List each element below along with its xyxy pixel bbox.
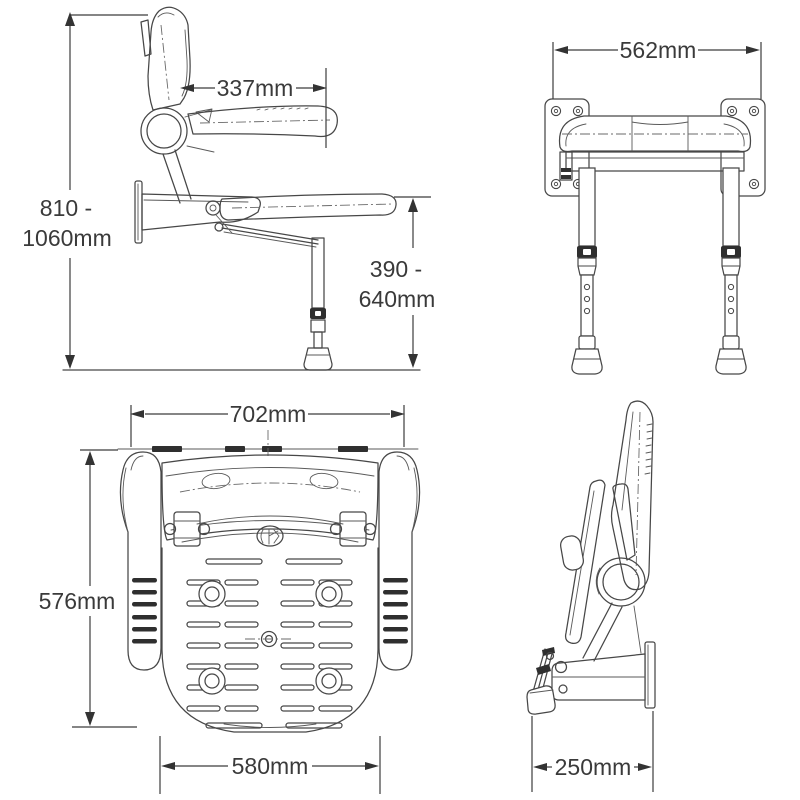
dim-overall-width-plan: 702mm	[130, 401, 405, 447]
frame-bar	[559, 151, 745, 181]
dim-label-overall-width-plan: 702mm	[230, 401, 307, 427]
folded-struts	[582, 602, 642, 662]
dim-seat-depth: 337mm	[180, 68, 327, 148]
side-view-unfolded: 810 - 1060mm 337mm 390 - 640mm	[22, 6, 436, 371]
dim-overall-width-front: 562mm	[552, 37, 762, 99]
dim-label-overall-depth: 576mm	[39, 588, 116, 614]
armrest	[187, 105, 338, 138]
folded-legs	[526, 647, 556, 715]
screw-icon	[572, 105, 584, 117]
screw-icon	[726, 105, 738, 117]
screw-icon	[550, 178, 562, 190]
folded-hinge-knob	[595, 557, 646, 607]
seat-panel-top-view	[161, 515, 379, 733]
dim-label-folded-projection: 250mm	[555, 754, 632, 780]
screw-icon	[748, 178, 760, 190]
hinge-left	[163, 511, 211, 547]
front-leg-right	[715, 167, 747, 375]
screw-icon	[748, 105, 760, 117]
folded-armrest	[560, 535, 584, 571]
dim-overall-depth: 576mm	[39, 449, 137, 728]
dim-label-floor-to-seat-line1: 390 -	[370, 256, 422, 282]
wall-bracket	[134, 180, 261, 244]
screw-bosses	[198, 580, 343, 695]
dim-label-floor-to-seat-line2: 640mm	[359, 286, 436, 312]
front-view-folded: 562mm	[544, 37, 766, 375]
dim-label-seat-width: 580mm	[232, 753, 309, 779]
dim-mount-height: 810 - 1060mm	[22, 12, 148, 369]
dim-label-mount-height-line2: 1060mm	[22, 225, 111, 251]
folded-seat-profile	[558, 115, 752, 153]
wall-bracket-folded	[551, 653, 646, 701]
arm-right	[378, 451, 421, 671]
dim-floor-to-seat: 390 - 640mm	[359, 196, 436, 368]
under-seat-brace	[214, 214, 319, 248]
seat-slat	[219, 193, 397, 221]
adjustable-leg	[303, 237, 333, 371]
wall-edge	[117, 430, 419, 456]
folded-backrest	[610, 400, 654, 591]
wall-plate-side	[644, 641, 656, 709]
brand-logo-icon	[256, 525, 284, 547]
hinge-right	[329, 511, 377, 547]
dim-folded-projection: 250mm	[531, 711, 654, 792]
screw-icon	[550, 105, 562, 117]
arm-left	[119, 451, 162, 671]
hinge-knob	[140, 107, 215, 155]
dim-label-seat-depth: 337mm	[217, 75, 294, 101]
plan-view: 702mm 576mm 580mm	[39, 401, 421, 794]
dim-label-overall-width-front: 562mm	[620, 37, 697, 63]
side-view-folded: 250mm	[526, 400, 656, 792]
dim-seat-width: 580mm	[159, 736, 381, 794]
dim-label-mount-height-line1: 810 -	[40, 195, 92, 221]
front-leg-left	[571, 167, 603, 375]
backrest	[140, 6, 191, 111]
